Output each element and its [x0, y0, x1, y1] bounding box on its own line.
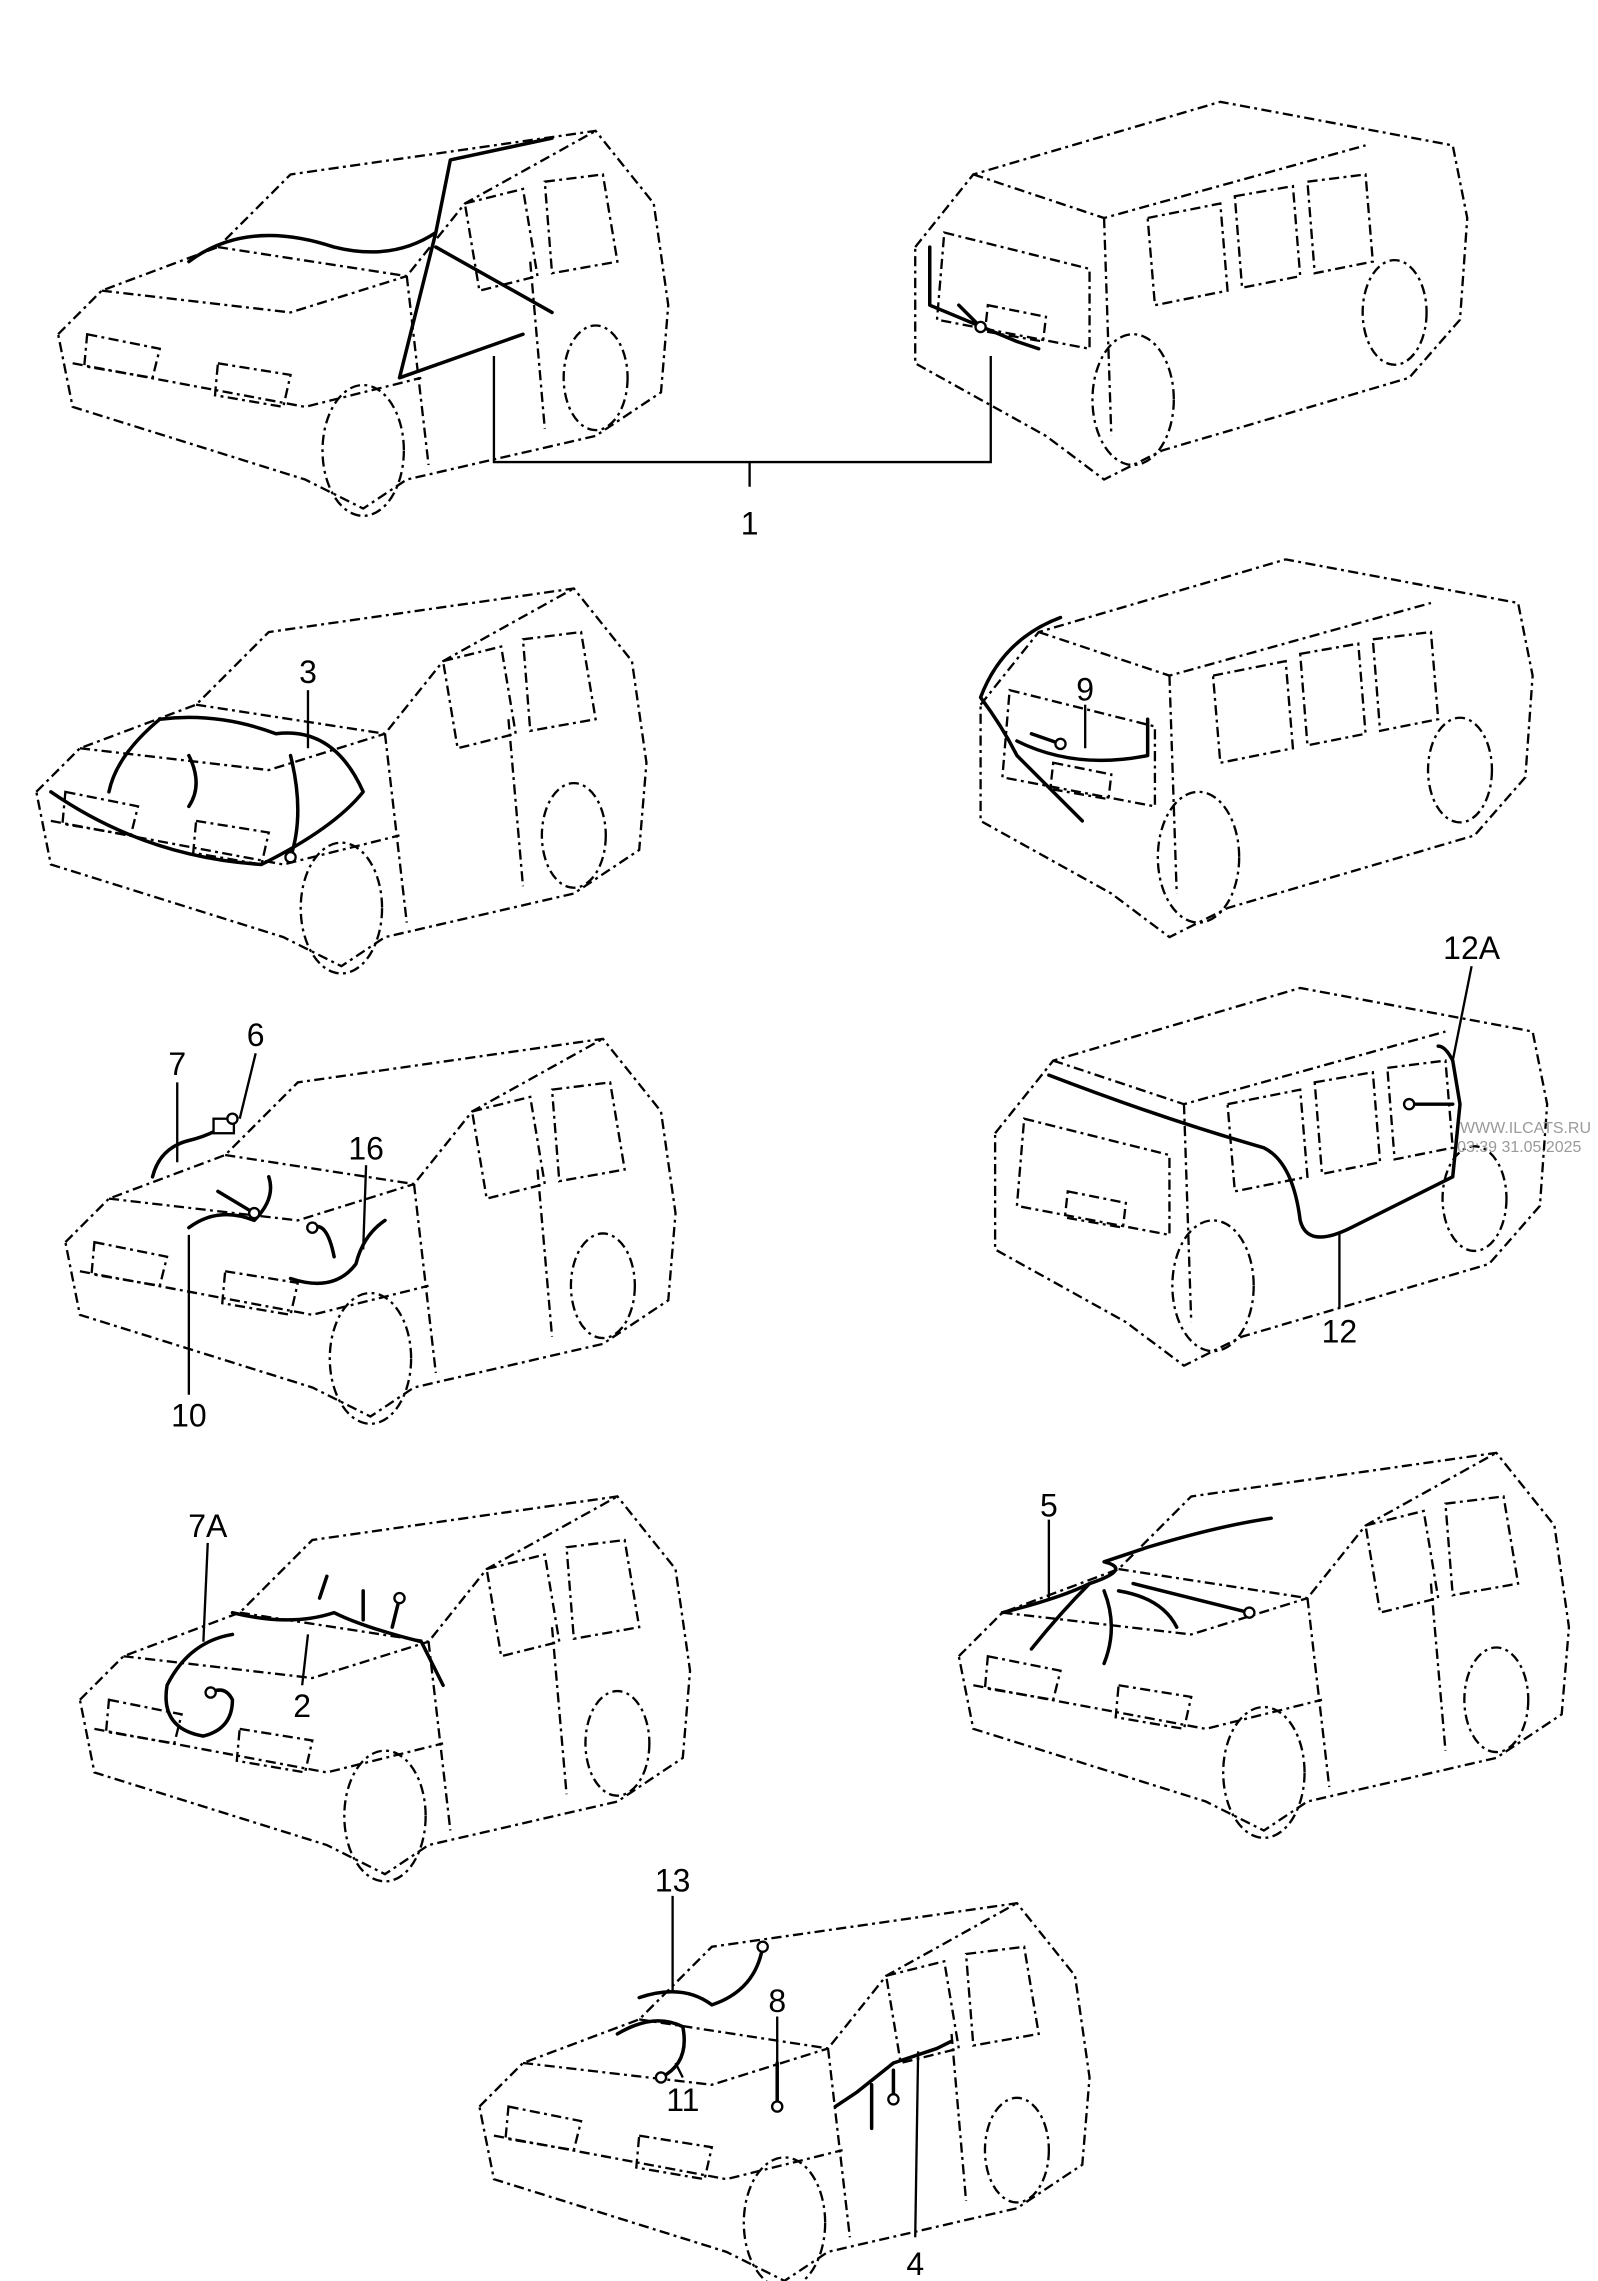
- car-view-6: [993, 986, 1549, 1367]
- callout-16: 16: [348, 1130, 384, 1166]
- callout-10: 10: [171, 1398, 207, 1434]
- harness-1: [187, 136, 1041, 380]
- harness-13: [637, 1945, 765, 2007]
- harness-16: [288, 1218, 387, 1286]
- callout-7a: 7A: [188, 1508, 228, 1544]
- car-view-3: [35, 587, 648, 975]
- harness-11: [615, 2019, 686, 2080]
- callout-9: 9: [1076, 671, 1094, 707]
- callout-5: 5: [1040, 1488, 1058, 1524]
- callout-6: 6: [247, 1017, 265, 1053]
- harness-7a: [164, 1632, 235, 1738]
- callout-13: 13: [655, 1863, 691, 1899]
- callout-8: 8: [768, 1983, 786, 2019]
- car-view-9: [478, 1902, 1091, 2281]
- harness-10: [187, 1175, 273, 1230]
- connector-icon: [393, 1591, 406, 1605]
- callout-2: 2: [293, 1688, 311, 1724]
- connector-icon: [1402, 1097, 1416, 1111]
- connector-icon: [887, 2093, 900, 2106]
- car-view-1: [56, 129, 670, 517]
- callout-3: 3: [299, 654, 317, 690]
- connector-icon: [770, 2100, 784, 2113]
- connector-icon: [284, 850, 297, 864]
- connector-icon: [974, 320, 987, 334]
- car-view-7: [78, 1495, 692, 1883]
- watermark-timestamp: 03:39 31.05.2025: [1457, 1139, 1581, 1156]
- callout-4: 4: [906, 2246, 924, 2281]
- connector-icon: [654, 2071, 668, 2084]
- connector-icon: [247, 1206, 261, 1220]
- callout-12a: 12A: [1443, 930, 1501, 966]
- connector-icon: [756, 1940, 769, 1954]
- harness-2: [230, 1574, 445, 1688]
- connector-icon: [204, 1686, 217, 1699]
- connector-icon: [306, 1221, 319, 1234]
- watermark-site: WWW.ILCATS.RU: [1460, 1120, 1591, 1137]
- harness-4: [833, 2039, 954, 2131]
- car-view-2: [914, 100, 1469, 481]
- callout-7: 7: [168, 1046, 186, 1082]
- callout-12: 12: [1322, 1313, 1358, 1349]
- connector-icon: [1243, 1606, 1256, 1619]
- connector-icon: [1054, 737, 1067, 751]
- harness-5: [1000, 1516, 1273, 1666]
- callout-11: 11: [666, 2082, 699, 2118]
- harness-12: [1047, 1044, 1462, 1239]
- harness-3: [49, 715, 365, 867]
- connector-icon: [226, 1112, 239, 1125]
- callout-1: 1: [741, 506, 759, 542]
